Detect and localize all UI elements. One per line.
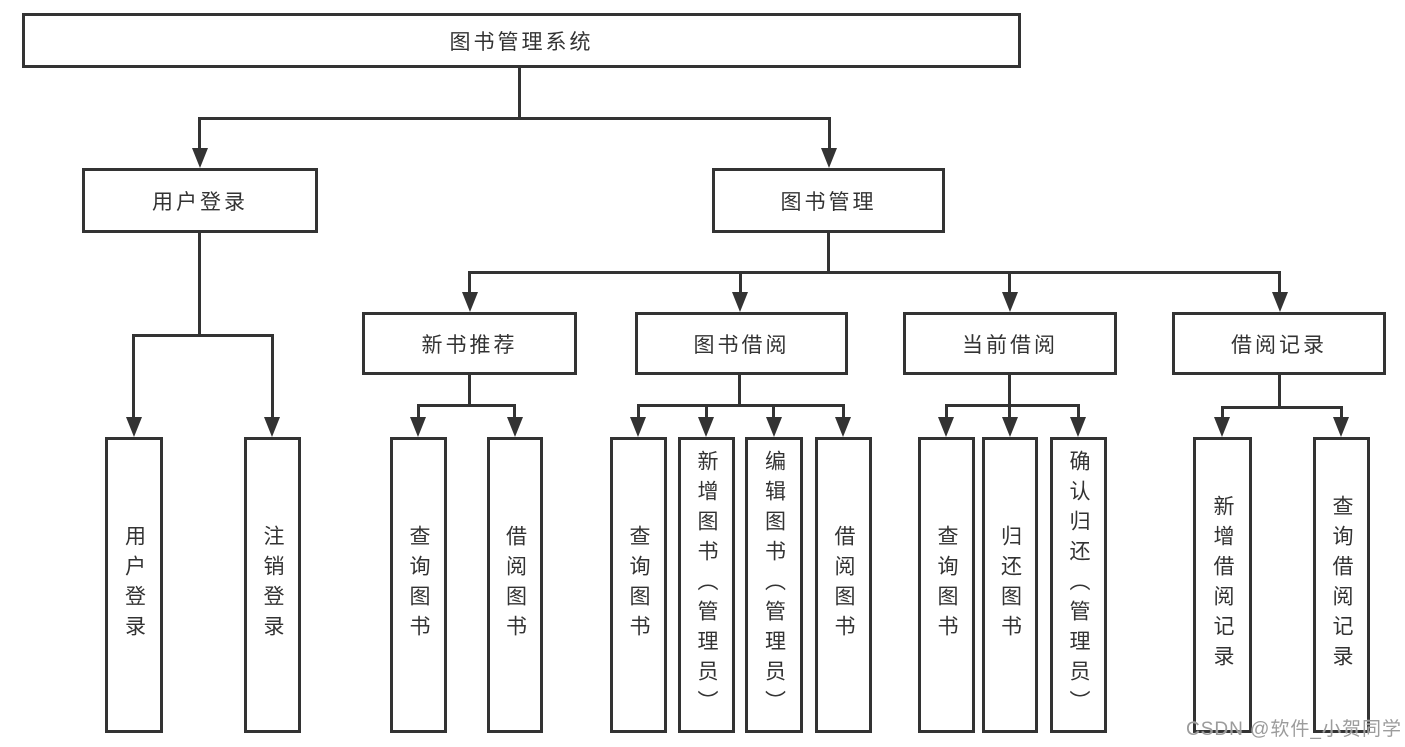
connector-drop: [513, 404, 516, 419]
arrow-down-icon: [126, 417, 142, 437]
connector-borrow-records-bus: [1221, 406, 1343, 409]
node-book-management-label: 图书管理: [780, 190, 877, 214]
node-root-label: 图书管理系统: [449, 30, 594, 54]
connector-book-management-bus: [468, 271, 1281, 274]
leaf-borrow-book-1: 借阅图书: [487, 437, 543, 733]
leaf-logout: 注销登录: [244, 437, 301, 733]
leaf-query-borrow-record-label: 查询借阅记录: [1330, 495, 1353, 675]
node-borrow-records-label: 借阅记录: [1231, 333, 1327, 357]
connector-drop: [828, 117, 831, 151]
arrow-down-icon: [732, 292, 748, 312]
leaf-edit-book-admin-label: 编辑图书（管理员）: [762, 450, 786, 720]
connector-user-login-stub: [198, 233, 201, 336]
node-new-book-recommend: 新书推荐: [362, 312, 577, 375]
leaf-borrow-book-2: 借阅图书: [815, 437, 872, 733]
arrow-down-icon: [835, 417, 851, 437]
connector-drop: [1221, 406, 1224, 419]
node-book-borrow-label: 图书借阅: [693, 333, 790, 357]
connector-drop: [945, 404, 948, 419]
leaf-user-login: 用户登录: [105, 437, 163, 733]
arrow-down-icon: [1070, 417, 1086, 437]
connector-drop: [132, 334, 135, 419]
connector-drop: [772, 404, 775, 419]
arrow-down-icon: [1272, 292, 1288, 312]
node-current-borrow-label: 当前借阅: [962, 333, 1058, 357]
leaf-query-book-2: 查询图书: [610, 437, 667, 733]
connector-drop: [739, 271, 742, 294]
node-book-management: 图书管理: [712, 168, 945, 233]
leaf-return-book: 归还图书: [982, 437, 1038, 733]
leaf-user-login-label: 用户登录: [122, 525, 146, 645]
arrow-down-icon: [630, 417, 646, 437]
connector-new-book-bus: [417, 404, 516, 407]
connector-drop: [1278, 271, 1281, 294]
leaf-query-book-1: 查询图书: [390, 437, 447, 733]
connector-drop: [1008, 404, 1011, 419]
arrow-down-icon: [462, 292, 478, 312]
leaf-add-borrow-record: 新增借阅记录: [1193, 437, 1252, 733]
node-user-login: 用户登录: [82, 168, 318, 233]
leaf-query-book-2-label: 查询图书: [627, 525, 650, 645]
leaf-borrow-book-1-label: 借阅图书: [503, 525, 527, 645]
arrow-down-icon: [1002, 292, 1018, 312]
arrow-down-icon: [192, 148, 208, 168]
connector-book-management-stub: [827, 233, 830, 273]
csdn-watermark: CSDN @软件_小贺同学: [1186, 719, 1402, 740]
connector-drop: [271, 334, 274, 419]
node-new-book-recommend-label: 新书推荐: [421, 333, 518, 357]
arrow-down-icon: [1214, 417, 1230, 437]
connector-borrow-records-stub: [1278, 375, 1281, 408]
arrow-down-icon: [821, 148, 837, 168]
connector-book-borrow-bus: [637, 404, 845, 407]
arrow-down-icon: [1002, 417, 1018, 437]
node-user-login-label: 用户登录: [152, 190, 248, 214]
connector-drop: [198, 117, 201, 151]
leaf-return-book-label: 归还图书: [998, 525, 1022, 645]
connector-drop: [468, 271, 471, 294]
leaf-query-borrow-record: 查询借阅记录: [1313, 437, 1370, 733]
connector-book-borrow-stub: [738, 375, 741, 406]
node-root: 图书管理系统: [22, 13, 1021, 68]
connector-current-borrow-bus: [945, 404, 1080, 407]
connector-drop: [842, 404, 845, 419]
arrow-down-icon: [507, 417, 523, 437]
arrow-down-icon: [938, 417, 954, 437]
connector-drop: [1008, 271, 1011, 294]
connector-new-book-stub: [468, 375, 471, 406]
leaf-add-book-admin: 新增图书（管理员）: [678, 437, 735, 733]
node-borrow-records: 借阅记录: [1172, 312, 1386, 375]
leaf-confirm-return-admin-label: 确认归还（管理员）: [1067, 450, 1090, 720]
connector-drop: [705, 404, 708, 419]
leaf-query-book-3-label: 查询图书: [935, 525, 958, 645]
leaf-add-borrow-record-label: 新增借阅记录: [1211, 495, 1234, 675]
leaf-confirm-return-admin: 确认归还（管理员）: [1050, 437, 1107, 733]
node-current-borrow: 当前借阅: [903, 312, 1117, 375]
connector-drop: [1077, 404, 1080, 419]
leaf-query-book-3: 查询图书: [918, 437, 975, 733]
connector-root-stub: [518, 68, 521, 118]
leaf-add-book-admin-label: 新增图书（管理员）: [695, 450, 718, 720]
arrow-down-icon: [766, 417, 782, 437]
arrow-down-icon: [1333, 417, 1349, 437]
leaf-borrow-book-2-label: 借阅图书: [832, 525, 855, 645]
connector-current-borrow-stub: [1008, 375, 1011, 406]
arrow-down-icon: [698, 417, 714, 437]
arrow-down-icon: [264, 417, 280, 437]
connector-drop: [417, 404, 420, 419]
leaf-edit-book-admin: 编辑图书（管理员）: [745, 437, 803, 733]
node-book-borrow: 图书借阅: [635, 312, 848, 375]
connector-drop: [1340, 406, 1343, 419]
leaf-logout-label: 注销登录: [261, 525, 284, 645]
connector-user-login-bus: [132, 334, 274, 337]
connector-drop: [637, 404, 640, 419]
arrow-down-icon: [410, 417, 426, 437]
connector-root-bus: [198, 117, 831, 120]
leaf-query-book-1-label: 查询图书: [407, 525, 430, 645]
